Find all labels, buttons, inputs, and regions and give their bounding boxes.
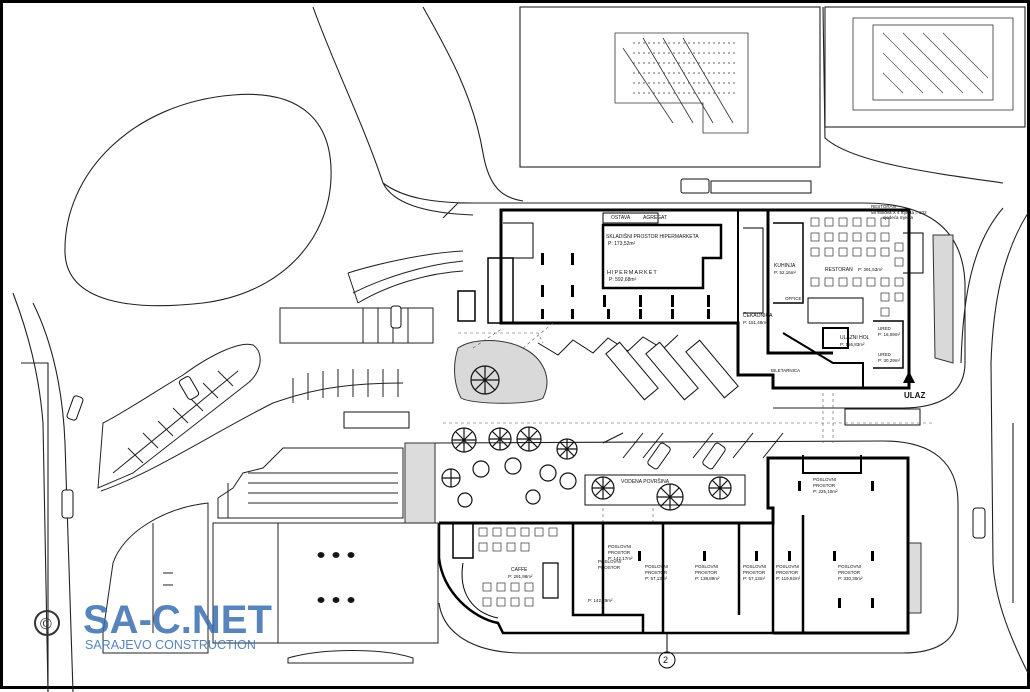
car-3 xyxy=(66,395,84,421)
label-pp1b: PROSTOR xyxy=(598,565,621,570)
label-kuhinja-area: P: 52,16m² xyxy=(774,270,797,275)
label-restoran: RESTORAN xyxy=(825,267,853,273)
label-ured-1-area: P: 16,09m² xyxy=(878,332,901,337)
label-pp-c-b: PROSTOR xyxy=(695,570,718,575)
label-pp-e-b: PROSTOR xyxy=(776,570,799,575)
car-6 xyxy=(647,442,671,470)
truck-trailer xyxy=(710,180,812,194)
label-skladisni: SKLADIŠNI PROSTOR HIPERMARKETA xyxy=(606,233,699,240)
brand-tagline: SARAJEVO CONSTRUCTION xyxy=(85,638,256,652)
label-pp-g-b: PROSTOR xyxy=(813,483,836,488)
ramp-structure xyxy=(347,250,464,304)
left-parking xyxy=(97,307,434,492)
oval-green-area xyxy=(64,93,332,307)
label-pp-d: POSLOVNI xyxy=(743,564,766,569)
label-pp-e-area: P: 119,92m² xyxy=(776,576,801,581)
car-1 xyxy=(390,305,402,329)
columns-north xyxy=(541,253,710,319)
label-pp-d-b: PROSTOR xyxy=(743,570,766,575)
label-pp-f-area: P: 330,30m² xyxy=(838,576,863,581)
label-pp-g: POSLOVNI xyxy=(813,477,836,482)
trees xyxy=(441,365,732,511)
label-pp-f: POSLOVNI xyxy=(838,564,861,569)
context-linework xyxy=(12,6,1029,692)
bus-2 xyxy=(844,408,921,426)
label-restoran-seats: 58 stolova X 4 mjesta = 232 xyxy=(871,210,927,215)
label-ulazni-hol-area: P: 156,83m² xyxy=(840,342,865,347)
label-pp-d-area: P: 57,13m² xyxy=(743,576,766,581)
truck xyxy=(680,178,710,194)
label-pp-c-area: P: 138,89m² xyxy=(695,576,720,581)
car-7 xyxy=(702,442,726,470)
label-skladisni-area: P: 173,52m² xyxy=(608,241,636,247)
entrance-marker xyxy=(903,371,915,383)
watermark: © SA-C.NET SARAJEVO CONSTRUCTION xyxy=(34,598,272,652)
car-5 xyxy=(972,507,986,539)
existing-buildings xyxy=(614,17,1014,134)
label-hipermarket-area: P: 592,68m² xyxy=(609,277,637,283)
label-ured-1: URED xyxy=(878,326,892,331)
label-office: OFFICE xyxy=(785,296,802,301)
cars xyxy=(61,178,986,539)
bus-bays xyxy=(343,334,921,459)
label-pp-f-b: PROSTOR xyxy=(838,570,861,575)
label-restoran-area: P: 391,53m² xyxy=(858,267,883,272)
section-marker-label: 2 xyxy=(663,655,668,665)
columns-south xyxy=(638,481,874,608)
label-caffe-area: P: 291,98m² xyxy=(508,574,533,579)
label-pp-b-area: P: 57,13m² xyxy=(645,576,668,581)
car-2 xyxy=(178,376,200,400)
site-plan-drawing: OSTAVA AGREGAT SKLADIŠNI PROSTOR HIPERMA… xyxy=(12,6,1029,692)
bottom-left-lots xyxy=(102,447,439,664)
label-biletarnica: BILETARNICA xyxy=(771,368,800,373)
label-pp1: POSLOVNI xyxy=(598,559,621,564)
caffe-tables xyxy=(478,527,558,607)
north-building xyxy=(457,208,924,390)
water-surface xyxy=(584,474,746,506)
label-kuhinja: KUHINJA xyxy=(774,263,796,269)
label-ured-2: URED xyxy=(878,352,892,357)
section-marker xyxy=(658,633,676,669)
label-ured-2-area: P: 30,29m² xyxy=(878,358,901,363)
copyright-symbol: © xyxy=(40,616,52,633)
plan-labels: OSTAVA AGREGAT SKLADIŠNI PROSTOR HIPERMA… xyxy=(508,204,927,665)
label-restoran-top: RESTORAN xyxy=(871,204,896,209)
label-agregat: AGREGAT xyxy=(643,215,667,221)
label-restoran-seats2: sjedeća mjesta xyxy=(883,215,914,220)
bus-1 xyxy=(343,411,410,429)
label-pp-a-b: PROSTOR xyxy=(608,550,631,555)
label-pp-a: POSLOVNI xyxy=(608,544,631,549)
label-pp-e: POSLOVNI xyxy=(776,564,799,569)
label-caffe: CAFFE xyxy=(511,567,528,573)
label-pp-a-area: P: 142,17m² xyxy=(608,556,633,561)
label-hipermarket: HIPERMARKET xyxy=(607,270,658,276)
label-pp-c: POSLOVNI xyxy=(695,564,718,569)
copyright-circle xyxy=(34,610,60,636)
label-pp-h-area: P: 142,39m² xyxy=(588,598,613,603)
label-pp-b: POSLOVNI xyxy=(645,564,668,569)
landscape-areas xyxy=(404,234,954,614)
label-cekaonica: ČEKAONICA xyxy=(743,312,773,319)
label-ulazni-hol: ULAZNI HOL xyxy=(840,335,870,341)
label-pp-g-area: P: 225,10m² xyxy=(813,489,838,494)
brand-name: SA-C.NET xyxy=(83,598,272,642)
restaurant-tables xyxy=(810,217,904,317)
label-cekaonica-area: P: 151,48m² xyxy=(743,320,768,325)
car-4 xyxy=(61,489,74,519)
dashed-grid xyxy=(443,322,933,523)
label-ostava: OSTAVA xyxy=(611,215,631,221)
south-building xyxy=(437,455,910,635)
label-vodena-povrsina: VODENA POVRŠINA xyxy=(621,478,670,485)
label-ulaz: ULAZ xyxy=(904,391,925,400)
label-pp-b-b: PROSTOR xyxy=(645,570,668,575)
